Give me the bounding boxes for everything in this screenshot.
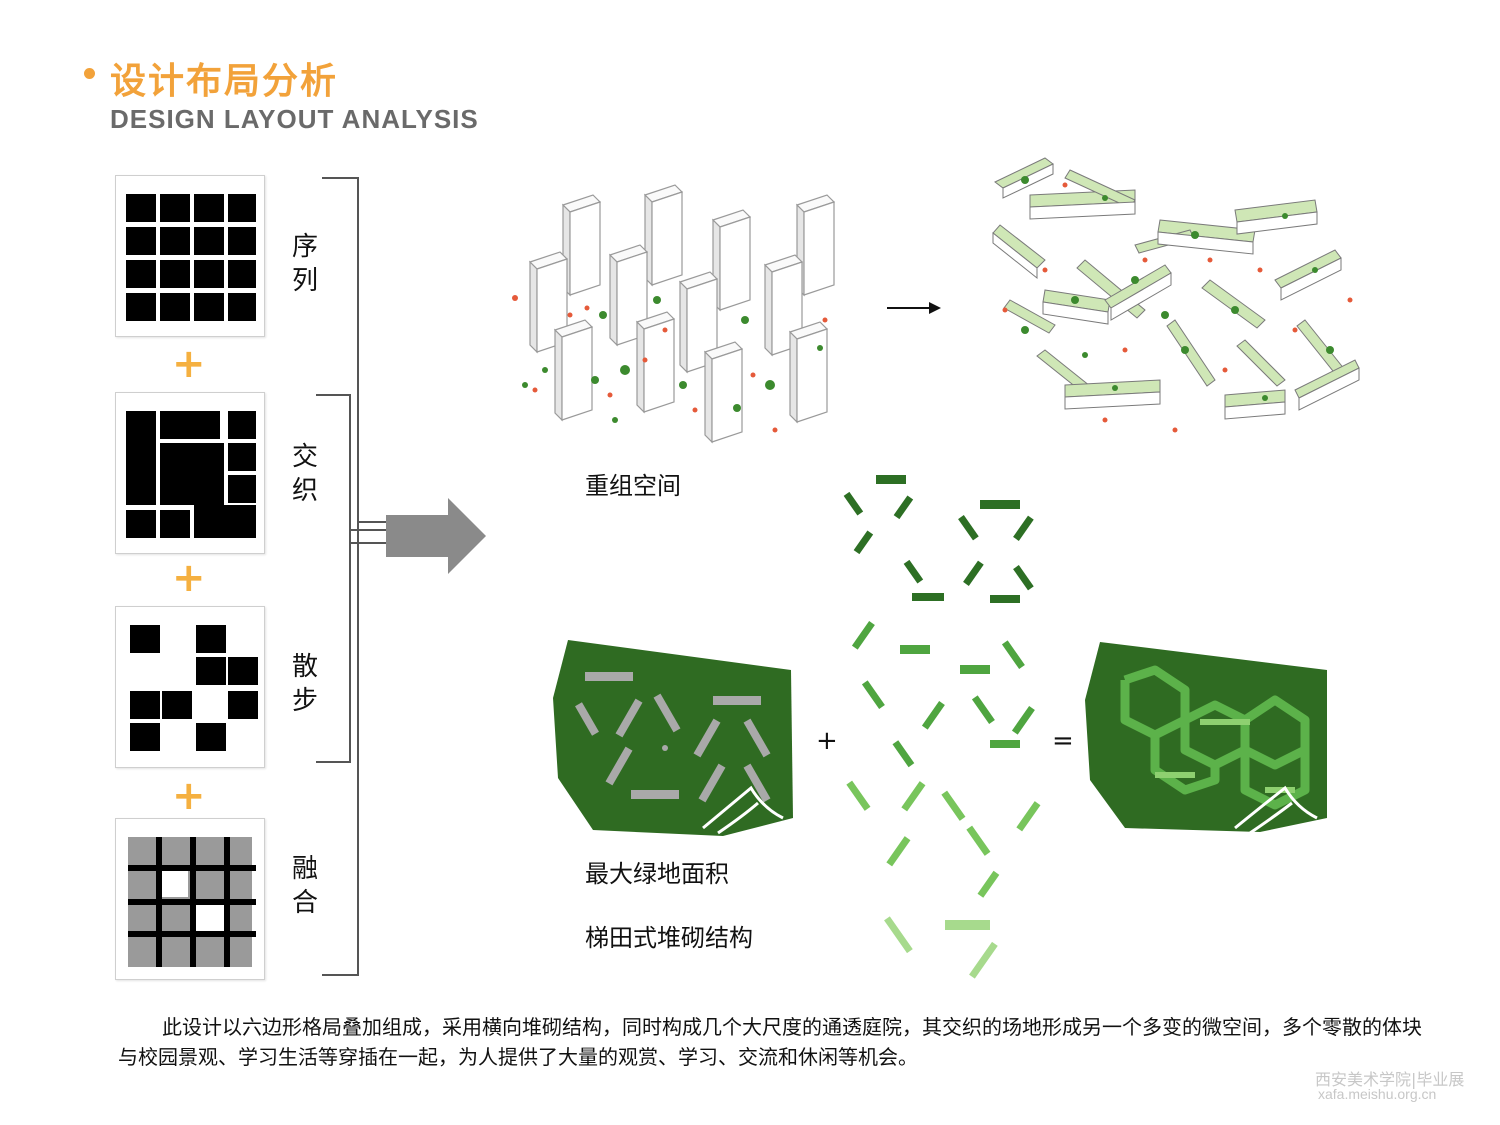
description-paragraph: 此设计以六边形格局叠加组成，采用横向堆砌结构，同时构成几个大尺度的通透庭院，其交…	[118, 1015, 1422, 1069]
tile-interweave	[115, 392, 265, 554]
tile-fusion	[115, 818, 265, 980]
equals-sign: =	[1052, 726, 1074, 756]
plus-icon: +	[172, 555, 206, 601]
site-plan-gray-blocks	[553, 640, 793, 836]
interweave-pattern-icon	[126, 411, 256, 538]
label-scatter: 散 步	[291, 652, 318, 716]
stacked-terrace-illustration	[992, 157, 1360, 433]
bracket-arrow-diagram	[316, 177, 486, 976]
scatter-pattern-icon	[130, 625, 258, 751]
tower-blocks-illustration	[512, 184, 836, 444]
caption-reorganize-space: 重组空间	[585, 472, 681, 500]
watermark-url: xafa.meishu.org.cn	[1318, 1086, 1437, 1102]
caption-terrace-structure: 梯田式堆砌结构	[585, 924, 753, 952]
bullet-dot-icon	[84, 68, 95, 79]
plus-icon: +	[172, 341, 206, 387]
page-title: 设计布局分析	[110, 61, 339, 102]
plus-icon: +	[172, 773, 206, 819]
fusion-pattern-icon	[128, 837, 256, 967]
right-arrow-icon	[386, 498, 486, 574]
plus-sign: +	[816, 726, 838, 756]
watermark-school-name: 西安美术学院|毕业展	[1315, 1070, 1465, 1089]
label-sequence: 序 列	[291, 232, 318, 296]
grid-pattern-icon	[126, 194, 256, 321]
page-subtitle: DESIGN LAYOUT ANALYSIS	[110, 104, 479, 134]
transform-arrow-icon	[887, 302, 941, 314]
label-fusion: 融 合	[291, 854, 318, 918]
hexagon-layers-diagram	[843, 475, 1041, 979]
caption-max-green: 最大绿地面积	[585, 860, 729, 888]
label-interweave: 交 织	[291, 442, 318, 506]
site-plan-hexagon-result	[1085, 642, 1327, 835]
tile-sequence	[115, 175, 265, 337]
tile-scatter	[115, 606, 265, 768]
